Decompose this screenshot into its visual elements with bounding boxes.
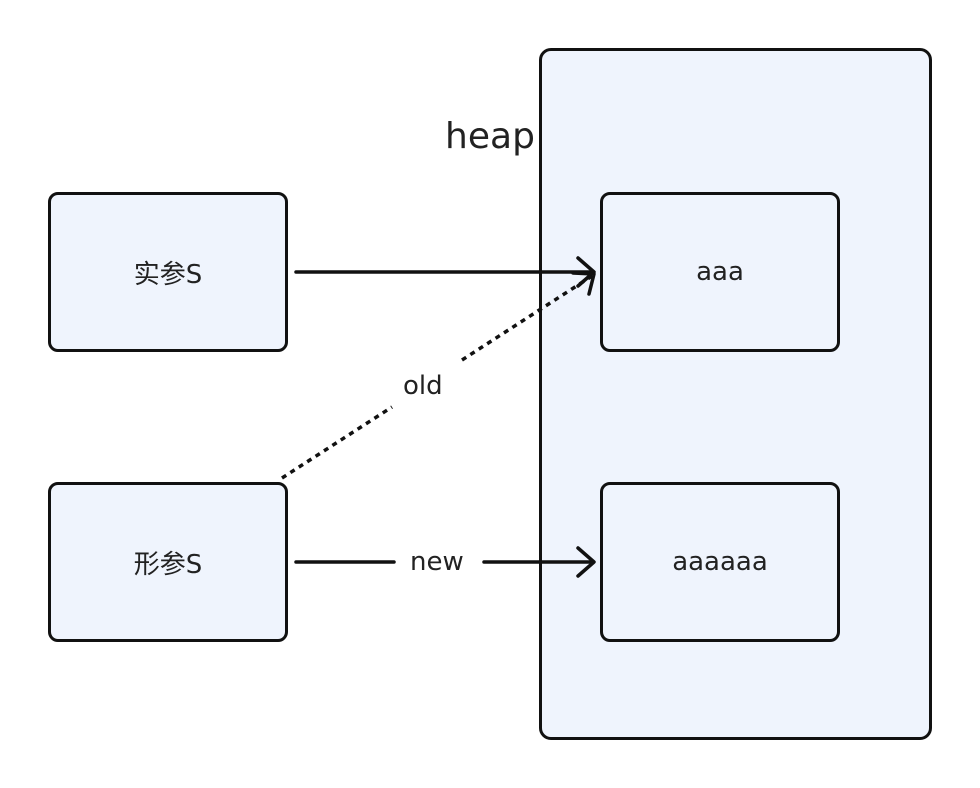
edge-label-new: new bbox=[404, 547, 470, 577]
actual-param-label: 实参S bbox=[133, 259, 203, 290]
new-value-label: aaaaaa bbox=[672, 547, 768, 577]
formal-param-label: 形参S bbox=[133, 549, 203, 580]
formal-param-node: 形参S bbox=[48, 482, 288, 642]
edge-label-old: old bbox=[397, 371, 449, 401]
actual-param-node: 实参S bbox=[48, 192, 288, 352]
old-value-label: aaa bbox=[696, 257, 744, 287]
new-value-node: aaaaaa bbox=[600, 482, 840, 642]
heap-title: heap bbox=[445, 116, 535, 157]
old-value-node: aaa bbox=[600, 192, 840, 352]
